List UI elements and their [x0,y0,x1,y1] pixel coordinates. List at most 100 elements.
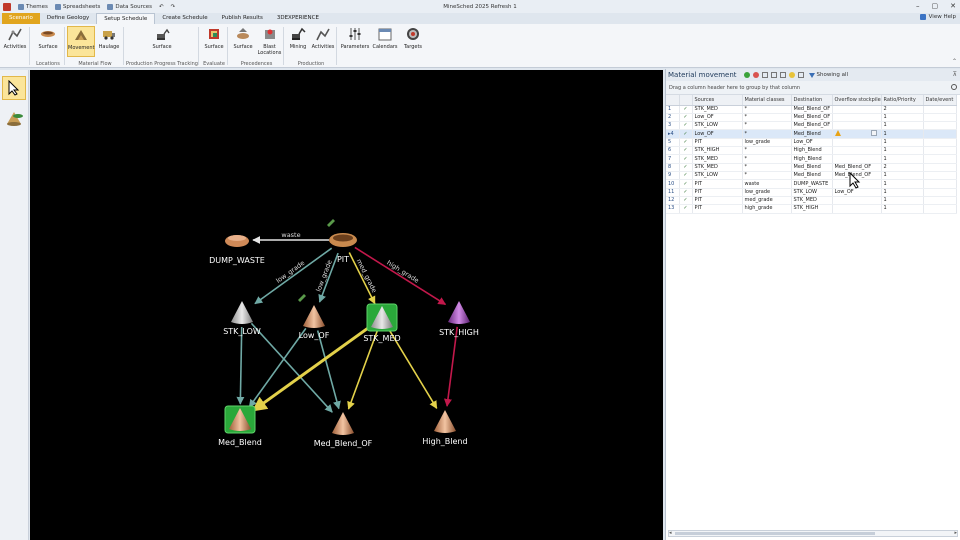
ratio-priority-cell[interactable]: 1 [881,188,924,197]
maximize-icon[interactable]: ▢ [931,2,939,10]
copy-icon[interactable] [761,72,768,78]
row-enabled-checkbox[interactable]: ✓ [679,146,693,156]
node-med-blend[interactable] [224,405,256,434]
source-cell[interactable]: PIT [692,179,743,189]
overflow-stockpile-cell[interactable] [832,196,882,206]
evaluate-surface-button[interactable]: Surface [201,26,227,50]
column-header-overflow-stockpile[interactable]: Overflow stockpile [832,95,882,106]
overflow-stockpile-cell[interactable] [832,204,882,214]
row-enabled-checkbox[interactable]: ✓ [679,105,693,114]
spreadsheets-button[interactable]: Spreadsheets [54,3,100,10]
row-number[interactable]: 7 [666,154,680,164]
add-node-tool[interactable] [2,106,26,130]
destination-cell[interactable]: High_Blend [791,154,833,164]
destination-cell[interactable]: STK_LOW [791,188,833,197]
row-number[interactable]: 3 [666,121,680,131]
row-enabled-checkbox[interactable]: ✓ [679,138,693,148]
list-icon[interactable] [770,72,777,78]
data-sources-button[interactable]: Data Sources [107,3,152,10]
ratio-priority-cell[interactable]: 1 [881,146,924,156]
node-pit[interactable] [329,233,357,247]
date-event-cell[interactable] [923,138,957,148]
date-event-cell[interactable] [923,196,957,206]
blast-locations-button[interactable]: Blast Locations [256,26,283,56]
date-event-cell[interactable] [923,163,957,173]
overflow-stockpile-cell[interactable]: Med_Blend_OF [832,163,882,173]
source-cell[interactable]: STK_MED [692,154,743,164]
activities-button[interactable]: Activities [2,26,28,50]
row-number[interactable]: 6 [666,146,680,156]
ratio-priority-cell[interactable]: 1 [881,196,924,206]
material-class-cell[interactable]: low_grade [742,188,792,197]
overflow-stockpile-cell[interactable] [832,129,882,139]
node-med-blend-of[interactable] [332,412,354,435]
overflow-dropdown-button[interactable] [870,130,877,137]
row-number[interactable]: 13 [666,204,680,214]
flow-edge-stk_med-to-med_blend_of[interactable] [347,330,378,410]
locations-surface-button[interactable]: Surface [34,26,62,50]
ratio-priority-cell[interactable]: 2 [881,163,924,173]
filter-showing-all[interactable]: Showing all [808,72,848,78]
delete-row-icon[interactable] [752,72,759,78]
destination-cell[interactable]: Med_Blend [791,171,833,181]
date-event-cell[interactable] [923,146,957,156]
source-cell[interactable]: STK_HIGH [692,146,743,156]
row-number[interactable]: 2 [666,113,680,123]
destination-cell[interactable]: Med_Blend_OF [791,121,833,131]
minimize-icon[interactable]: – [916,2,920,10]
destination-cell[interactable]: Med_Blend_OF [791,105,833,114]
targets-button[interactable]: Targets [400,26,426,50]
themes-button[interactable]: Themes [18,3,48,10]
export-icon[interactable] [779,72,786,78]
source-cell[interactable]: PIT [692,196,743,206]
material-class-cell[interactable]: med_grade [742,196,792,206]
source-cell[interactable]: Low_OF [692,129,743,139]
row-enabled-checkbox[interactable]: ✓ [679,171,693,181]
date-event-cell[interactable] [923,121,957,131]
column-header-destination[interactable]: Destination [791,95,833,106]
calendars-button[interactable]: Calendars [371,26,399,50]
overflow-stockpile-cell[interactable] [832,121,882,131]
row-enabled-checkbox[interactable]: ✓ [679,154,693,164]
node-dump-waste[interactable] [225,235,249,247]
ratio-priority-cell[interactable]: 1 [881,113,924,123]
material-class-cell[interactable]: low_grade [742,138,792,148]
row-number[interactable]: 8 [666,163,680,173]
source-cell[interactable]: STK_LOW [692,121,743,131]
destination-cell[interactable]: STK_MED [791,196,833,206]
highlight-icon[interactable] [788,72,795,78]
ratio-priority-cell[interactable]: 1 [881,204,924,214]
scroll-left-icon[interactable]: ◂ [669,530,672,536]
app-logo-icon[interactable] [3,2,11,11]
material-class-cell[interactable]: * [742,154,792,164]
horizontal-scrollbar[interactable]: ◂ ▸ [668,530,958,537]
row-enabled-checkbox[interactable]: ✓ [679,188,693,197]
destination-cell[interactable]: Med_Blend [791,163,833,173]
close-icon[interactable]: ✕ [950,2,956,10]
redo-icon[interactable]: ↷ [170,3,176,10]
column-header-sources[interactable]: Sources [692,95,743,106]
flow-edge-low_of-to-med_blend_of[interactable] [316,330,341,410]
columns-icon[interactable] [797,72,804,78]
material-class-cell[interactable]: * [742,171,792,181]
pin-icon[interactable]: ⊼ [952,71,957,78]
flow-edge-pit-to-stk_low[interactable] [254,247,333,305]
node-high-blend[interactable] [434,410,456,433]
date-event-cell[interactable] [923,171,957,181]
overflow-stockpile-cell[interactable] [832,146,882,156]
source-cell[interactable]: STK_LOW [692,171,743,181]
source-cell[interactable]: PIT [692,188,743,197]
overflow-stockpile-cell[interactable] [832,105,882,114]
row-number[interactable]: 10 [666,179,680,189]
tab-define-geology[interactable]: Define Geology [46,15,90,21]
row-number[interactable]: ▸4 [666,129,680,139]
